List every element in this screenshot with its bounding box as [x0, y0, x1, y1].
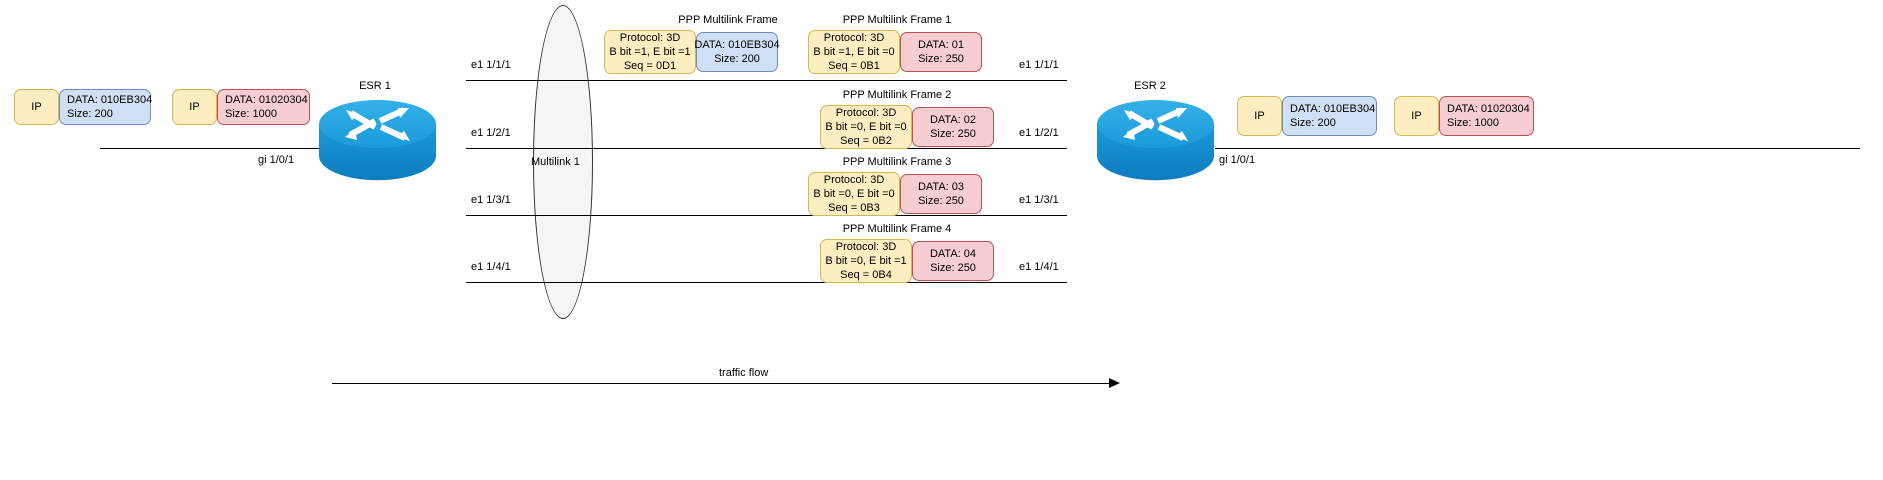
- link-2-frame-1-header: Protocol: 3D B bit =0, E bit =0 Seq = 0B…: [820, 105, 912, 149]
- link-3-line: [466, 215, 1067, 216]
- right-packet-2-payload: DATA: 01020304 Size: 1000: [1439, 96, 1534, 136]
- router-icon-esr2: [1096, 99, 1215, 181]
- traffic-flow-line: [332, 383, 1110, 384]
- right-packet-2-ip-label: IP: [1411, 110, 1422, 122]
- link-3-frame-1-seq: Seq = 0B3: [828, 202, 880, 214]
- link-2-left-interface-label: e1 1/2/1: [471, 127, 511, 139]
- left-packet-2-ip-label: IP: [189, 101, 200, 113]
- traffic-flow-arrowhead: [1109, 378, 1120, 388]
- link-1-frame-2-protocol: Protocol: 3D: [823, 32, 885, 44]
- link-1-frame-2-payload: DATA: 01 Size: 250: [900, 32, 982, 72]
- link-3-frame-1-payload: DATA: 03 Size: 250: [900, 174, 982, 214]
- link-2-frame-1-seq: Seq = 0B2: [840, 135, 892, 147]
- link-1-frame-1-title: PPP Multilink Frame: [678, 14, 778, 26]
- link-4-right-interface-label: e1 1/4/1: [1019, 261, 1059, 273]
- link-1-frame-2-bits: B bit =1, E bit =0: [813, 46, 895, 58]
- link-4-frame-1-title: PPP Multilink Frame 4: [842, 223, 952, 235]
- link-4-frame-1-data: DATA: 04: [929, 248, 977, 260]
- left-packet-2-ip-header: IP: [172, 89, 217, 125]
- link-1-line: [466, 80, 1067, 81]
- left-packet-2-data: DATA: 01020304: [225, 94, 308, 106]
- link-1-frame-2-title: PPP Multilink Frame 1: [842, 14, 952, 26]
- link-1-frame-1-header: Protocol: 3D B bit =1, E bit =1 Seq = 0D…: [604, 30, 696, 74]
- right-packet-1-data: DATA: 010EB304: [1290, 103, 1376, 115]
- link-1-frame-1-bits: B bit =1, E bit =1: [609, 46, 691, 58]
- link-3-left-interface-label: e1 1/3/1: [471, 194, 511, 206]
- link-1-frame-1-size: Size: 200: [714, 53, 760, 65]
- link-4-frame-1-seq: Seq = 0B4: [840, 269, 892, 281]
- link-3-frame-1-header: Protocol: 3D B bit =0, E bit =0 Seq = 0B…: [808, 172, 900, 216]
- link-1-frame-2-seq: Seq = 0B1: [828, 60, 880, 72]
- traffic-flow-label: traffic flow: [719, 367, 769, 379]
- link-1-frame-1-payload: DATA: 010EB304 Size: 200: [694, 32, 780, 72]
- link-4-frame-1-header: Protocol: 3D B bit =0, E bit =1 Seq = 0B…: [820, 239, 912, 283]
- link-4-left-interface-label: e1 1/4/1: [471, 261, 511, 273]
- right-access-link-line: [1215, 148, 1860, 149]
- left-packet-1-size: Size: 200: [67, 108, 113, 120]
- link-4-frame-1-payload: DATA: 04 Size: 250: [912, 241, 994, 281]
- link-1-frame-2-size: Size: 250: [918, 53, 964, 65]
- link-1-frame-2-header: Protocol: 3D B bit =1, E bit =0 Seq = 0B…: [808, 30, 900, 74]
- link-2-frame-1-title: PPP Multilink Frame 2: [842, 89, 952, 101]
- link-2-line: [466, 148, 1067, 149]
- right-packet-1-ip-header: IP: [1237, 96, 1282, 136]
- link-4-frame-1-protocol: Protocol: 3D: [835, 241, 897, 253]
- right-packet-2-data: DATA: 01020304: [1447, 103, 1530, 115]
- link-2-right-interface-label: e1 1/2/1: [1019, 127, 1059, 139]
- left-access-link-line: [100, 148, 365, 149]
- link-3-frame-1-size: Size: 250: [918, 195, 964, 207]
- link-3-frame-1-title: PPP Multilink Frame 3: [842, 156, 952, 168]
- link-3-frame-1-bits: B bit =0, E bit =0: [813, 188, 895, 200]
- right-packet-2-size: Size: 1000: [1447, 117, 1499, 129]
- link-2-frame-1-data: DATA: 02: [929, 114, 977, 126]
- multilink-bundle-label: Multilink 1: [531, 156, 580, 168]
- right-router-interface-label: gi 1/0/1: [1219, 154, 1256, 166]
- router-icon-esr1: [318, 99, 437, 181]
- link-1-frame-1-protocol: Protocol: 3D: [619, 32, 681, 44]
- link-3-frame-1-data: DATA: 03: [917, 181, 965, 193]
- link-1-frame-1-data: DATA: 010EB304: [694, 39, 780, 51]
- left-packet-1-ip-header: IP: [14, 89, 59, 125]
- link-1-frame-1-seq: Seq = 0D1: [623, 60, 677, 72]
- link-2-frame-1-protocol: Protocol: 3D: [835, 107, 897, 119]
- left-packet-2-payload: DATA: 01020304 Size: 1000: [217, 89, 310, 125]
- left-packet-1-data: DATA: 010EB304: [67, 94, 153, 106]
- link-1-frame-2-data: DATA: 01: [917, 39, 965, 51]
- right-packet-1-ip-label: IP: [1254, 110, 1265, 122]
- multilink-bundle-ellipse: [533, 5, 593, 319]
- link-1-right-interface-label: e1 1/1/1: [1019, 59, 1059, 71]
- right-packet-2-ip-header: IP: [1394, 96, 1439, 136]
- link-2-frame-1-size: Size: 250: [930, 128, 976, 140]
- router-1-name: ESR 1: [359, 80, 391, 92]
- left-router-interface-label: gi 1/0/1: [258, 154, 295, 166]
- link-4-line: [466, 282, 1067, 283]
- left-packet-1-payload: DATA: 010EB304 Size: 200: [59, 89, 153, 125]
- router-2-name: ESR 2: [1134, 80, 1166, 92]
- left-packet-1-ip-label: IP: [31, 101, 42, 113]
- right-packet-1-size: Size: 200: [1290, 117, 1336, 129]
- link-4-frame-1-size: Size: 250: [930, 262, 976, 274]
- link-2-frame-1-payload: DATA: 02 Size: 250: [912, 107, 994, 147]
- link-2-frame-1-bits: B bit =0, E bit =0: [825, 121, 907, 133]
- left-packet-2-size: Size: 1000: [225, 108, 277, 120]
- right-packet-1-payload: DATA: 010EB304 Size: 200: [1282, 96, 1377, 136]
- link-3-right-interface-label: e1 1/3/1: [1019, 194, 1059, 206]
- link-3-frame-1-protocol: Protocol: 3D: [823, 174, 885, 186]
- link-4-frame-1-bits: B bit =0, E bit =1: [825, 255, 907, 267]
- link-1-left-interface-label: e1 1/1/1: [471, 59, 511, 71]
